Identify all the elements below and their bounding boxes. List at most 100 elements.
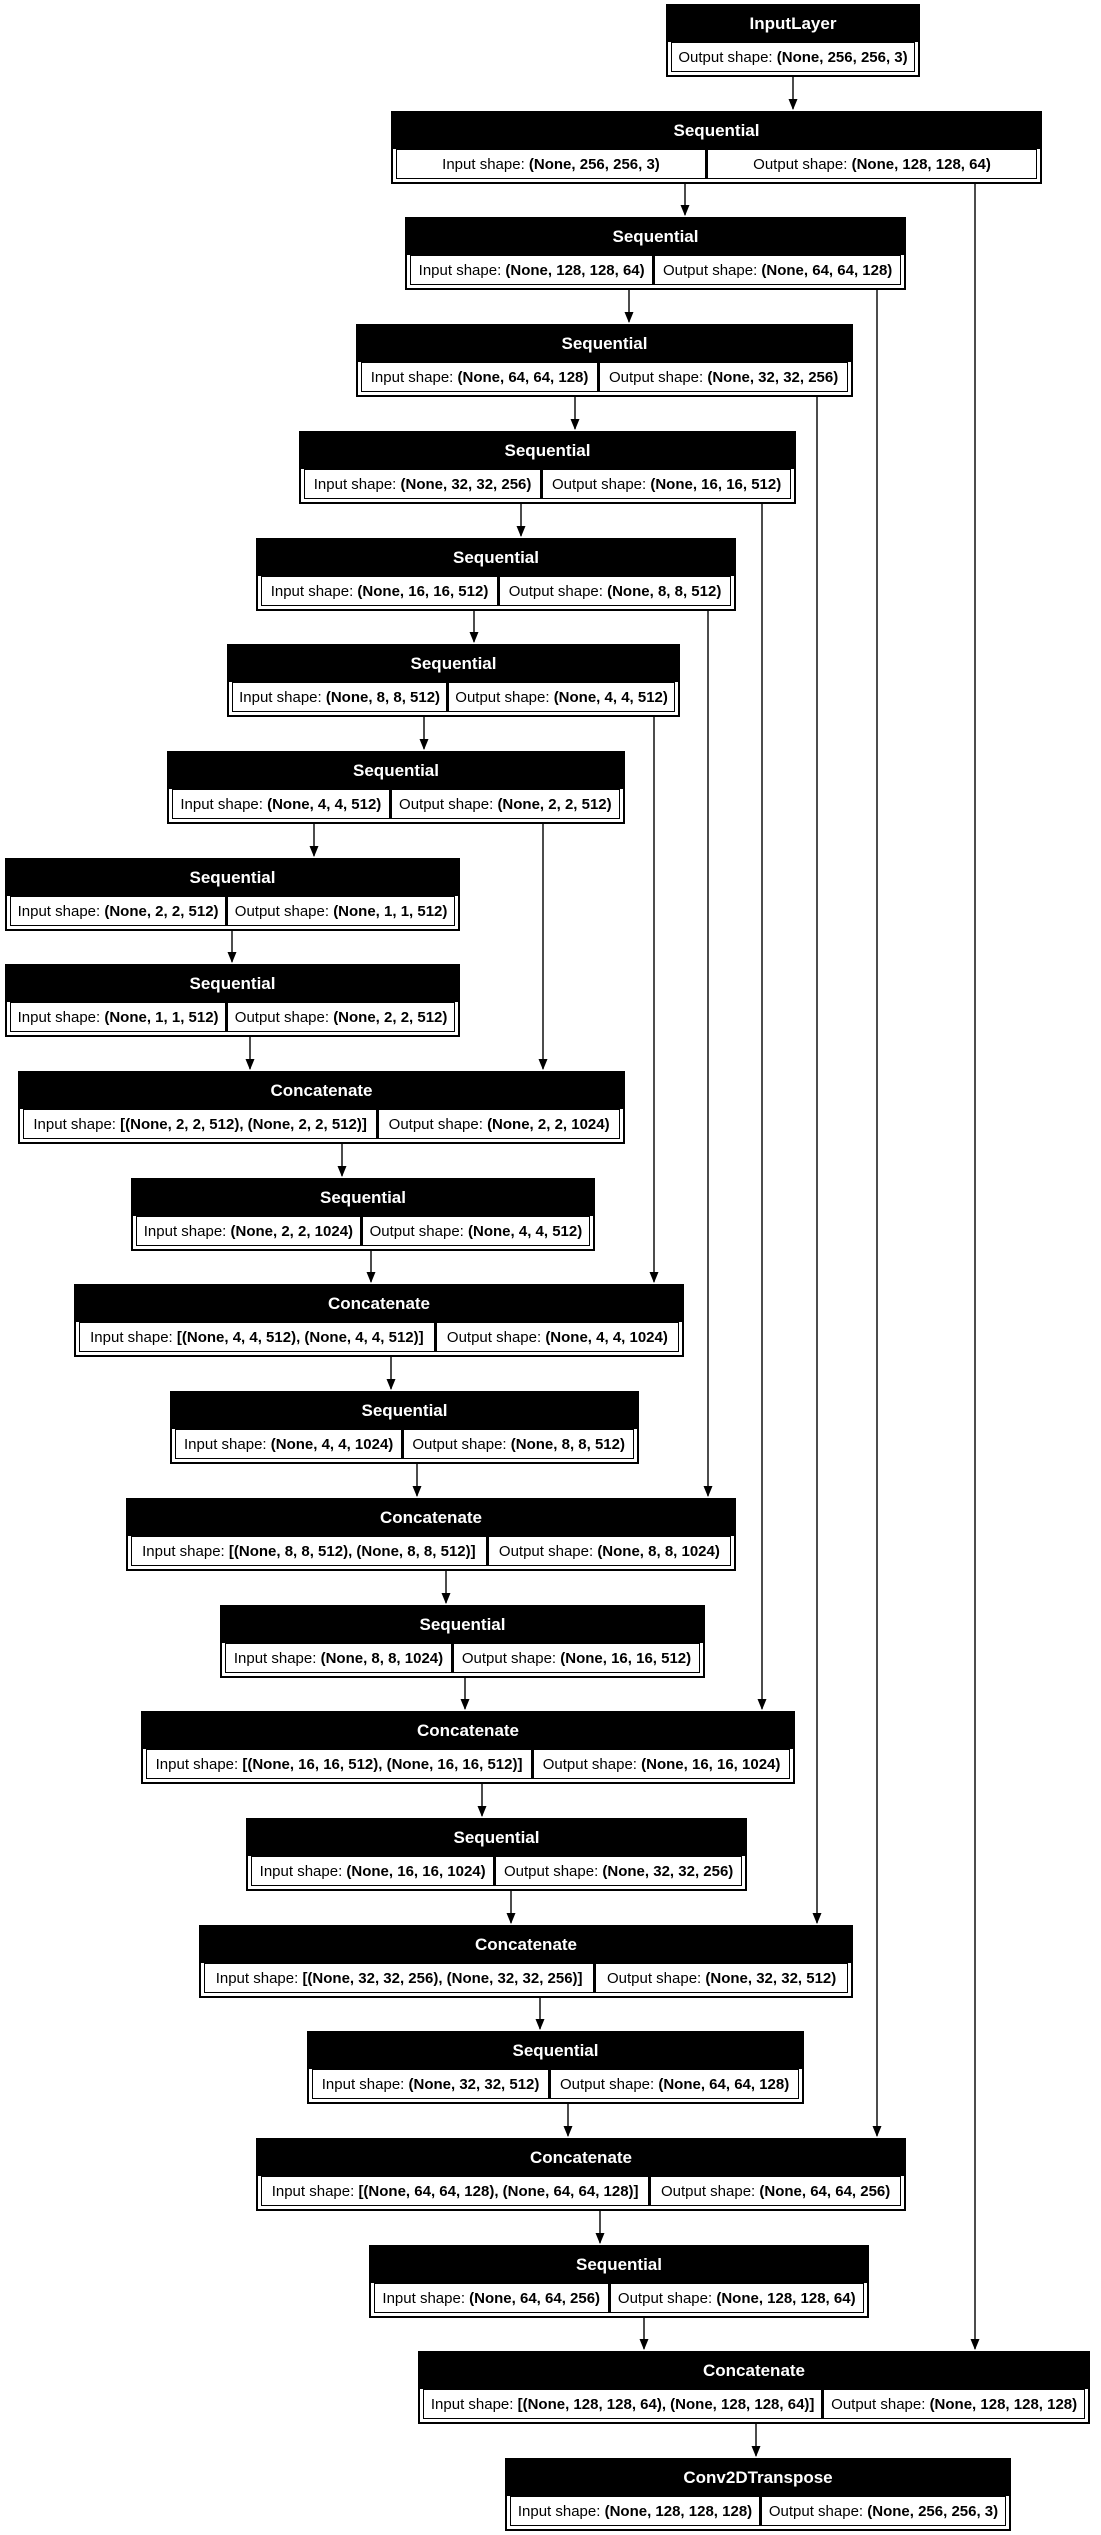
shape-cells: Input shape: (None, 32, 32, 256) Output … — [304, 469, 792, 499]
input-shape-label: Input shape: — [382, 2289, 470, 2307]
input-shape-label: Input shape: — [143, 1222, 231, 1240]
input-shape-cell: Input shape: (None, 2, 2, 512) — [10, 896, 227, 926]
shape-cells: Input shape: (None, 8, 8, 1024) Output s… — [225, 1643, 701, 1673]
output-shape-cell: Output shape: (None, 32, 32, 256) — [493, 1856, 742, 1886]
output-shape-label: Output shape: — [504, 1862, 603, 1880]
shape-cells: Input shape: (None, 4, 4, 512) Output sh… — [172, 789, 621, 819]
shape-cells: Input shape: (None, 8, 8, 512) Output sh… — [232, 682, 676, 712]
shape-cells: Input shape: [(None, 8, 8, 512), (None, … — [131, 1536, 732, 1566]
layer-title: Sequential — [371, 2247, 867, 2283]
input-shape-value: (None, 64, 64, 256) — [469, 2289, 601, 2307]
output-shape-cell: Output shape: (None, 4, 4, 512) — [446, 682, 676, 712]
output-shape-cell: Output shape: (None, 16, 16, 1024) — [531, 1749, 791, 1779]
input-shape-label: Input shape: — [313, 475, 401, 493]
shape-cells: Input shape: (None, 128, 128, 64) Output… — [410, 255, 901, 285]
input-shape-value: (None, 2, 2, 1024) — [230, 1222, 354, 1240]
input-shape-cell: Input shape: (None, 8, 8, 512) — [232, 682, 448, 712]
input-shape-cell: Input shape: [(None, 64, 64, 128), (None… — [261, 2176, 650, 2206]
output-shape-value: (None, 32, 32, 512) — [705, 1969, 837, 1987]
output-shape-cell: Output shape: (None, 32, 32, 256) — [597, 362, 849, 392]
node-6-sequential: Sequential Input shape: (None, 16, 16, 5… — [256, 538, 736, 611]
output-shape-label: Output shape: — [234, 1008, 334, 1026]
input-shape-value: (None, 2, 2, 512) — [104, 902, 219, 920]
output-shape-value: (None, 16, 16, 1024) — [641, 1755, 781, 1773]
input-shape-value: (None, 32, 32, 512) — [408, 2075, 540, 2093]
layer-title: Conv2DTranspose — [507, 2460, 1009, 2496]
output-shape-label: Output shape: — [412, 1435, 511, 1453]
output-shape-value: (None, 2, 2, 1024) — [487, 1115, 610, 1133]
node-16-sequential: Sequential Input shape: (None, 8, 8, 102… — [220, 1605, 705, 1678]
output-shape-value: (None, 64, 64, 128) — [761, 261, 893, 279]
input-shape-value: (None, 32, 32, 256) — [400, 475, 532, 493]
input-shape-value: [(None, 32, 32, 256), (None, 32, 32, 256… — [302, 1969, 583, 1987]
input-shape-cell: Input shape: [(None, 32, 32, 256), (None… — [204, 1963, 595, 1993]
node-20-sequential: Sequential Input shape: (None, 32, 32, 5… — [307, 2031, 804, 2104]
output-shape-cell: Output shape: (None, 2, 2, 1024) — [376, 1109, 621, 1139]
input-shape-cell: Input shape: (None, 16, 16, 512) — [261, 576, 499, 606]
output-shape-cell: Output shape: (None, 64, 64, 128) — [548, 2069, 800, 2099]
node-24-conv2dtranspose: Conv2DTranspose Input shape: (None, 128,… — [505, 2458, 1011, 2531]
output-shape-cell: Output shape: (None, 2, 2, 512) — [225, 1002, 456, 1032]
input-shape-value: (None, 16, 16, 1024) — [346, 1862, 486, 1880]
layer-title: Sequential — [301, 433, 794, 469]
input-shape-value: [(None, 64, 64, 128), (None, 64, 64, 128… — [358, 2182, 639, 2200]
output-shape-cell: Output shape: (None, 256, 256, 3) — [759, 2496, 1006, 2526]
shape-cells: Input shape: [(None, 4, 4, 512), (None, … — [79, 1322, 680, 1352]
shape-cells: Input shape: (None, 4, 4, 1024) Output s… — [175, 1429, 635, 1459]
output-shape-label: Output shape: — [663, 261, 762, 279]
input-shape-label: Input shape: — [239, 688, 326, 706]
shape-cells: Input shape: (None, 32, 32, 512) Output … — [312, 2069, 800, 2099]
node-18-sequential: Sequential Input shape: (None, 16, 16, 1… — [246, 1818, 747, 1891]
output-shape-value: (None, 8, 8, 512) — [510, 1435, 625, 1453]
input-shape-cell: Input shape: (None, 64, 64, 256) — [374, 2283, 609, 2313]
input-shape-label: Input shape: — [442, 155, 529, 173]
node-17-concatenate: Concatenate Input shape: [(None, 16, 16,… — [141, 1711, 795, 1784]
output-shape-label: Output shape: — [542, 1755, 642, 1773]
input-shape-cell: Input shape: (None, 1, 1, 512) — [10, 1002, 227, 1032]
output-shape-cell: Output shape: (None, 8, 8, 1024) — [485, 1536, 732, 1566]
input-shape-label: Input shape: — [142, 1542, 229, 1560]
input-shape-label: Input shape: — [17, 902, 105, 920]
node-4-sequential: Sequential Input shape: (None, 64, 64, 1… — [356, 324, 853, 397]
layer-title: Sequential — [358, 326, 851, 362]
node-9-sequential: Sequential Input shape: (None, 2, 2, 512… — [5, 858, 460, 931]
input-shape-label: Input shape: — [90, 1328, 177, 1346]
input-shape-label: Input shape: — [184, 1435, 271, 1453]
input-shape-value: (None, 4, 4, 512) — [267, 795, 382, 813]
input-shape-cell: Input shape: (None, 256, 256, 3) — [396, 149, 706, 179]
layer-title: Concatenate — [201, 1927, 851, 1963]
input-shape-label: Input shape: — [430, 2395, 518, 2413]
layer-title: Concatenate — [420, 2353, 1088, 2389]
input-shape-label: Input shape: — [270, 582, 358, 600]
input-shape-value: (None, 128, 128, 128) — [604, 2502, 753, 2520]
output-shape-value: (None, 4, 4, 512) — [553, 688, 668, 706]
layer-title: Sequential — [309, 2033, 802, 2069]
output-shape-value: (None, 2, 2, 512) — [497, 795, 612, 813]
output-shape-cell: Output shape: (None, 128, 128, 64) — [705, 149, 1037, 179]
output-shape-value: (None, 4, 4, 1024) — [545, 1328, 668, 1346]
input-shape-value: (None, 128, 128, 64) — [505, 261, 645, 279]
input-shape-label: Input shape: — [517, 2502, 605, 2520]
node-1-inputlayer: InputLayer Output shape: (None, 256, 256… — [666, 4, 920, 77]
input-shape-label: Input shape: — [321, 2075, 409, 2093]
output-shape-cell: Output shape: (None, 1, 1, 512) — [225, 896, 456, 926]
input-shape-label: Input shape: — [33, 1115, 121, 1133]
input-shape-cell: Input shape: [(None, 128, 128, 64), (Non… — [423, 2389, 823, 2419]
input-shape-label: Input shape: — [370, 368, 458, 386]
input-shape-cell: Input shape: (None, 16, 16, 1024) — [251, 1856, 495, 1886]
output-shape-value: (None, 8, 8, 512) — [607, 582, 722, 600]
input-shape-label: Input shape: — [215, 1969, 303, 1987]
input-shape-cell: Input shape: [(None, 8, 8, 512), (None, … — [131, 1536, 487, 1566]
input-shape-cell: Input shape: (None, 128, 128, 128) — [510, 2496, 760, 2526]
output-shape-cell: Output shape: (None, 256, 256, 3) — [671, 42, 915, 72]
input-shape-value: (None, 4, 4, 1024) — [270, 1435, 394, 1453]
input-shape-cell: Input shape: (None, 128, 128, 64) — [410, 255, 654, 285]
shape-cells: Input shape: (None, 128, 128, 128) Outpu… — [510, 2496, 1006, 2526]
input-shape-cell: Input shape: [(None, 4, 4, 512), (None, … — [79, 1322, 435, 1352]
layer-title: Concatenate — [76, 1286, 682, 1322]
output-shape-cell: Output shape: (None, 16, 16, 512) — [540, 469, 792, 499]
output-shape-value: (None, 2, 2, 512) — [333, 1008, 448, 1026]
shape-cells: Input shape: (None, 64, 64, 128) Output … — [361, 362, 849, 392]
node-2-sequential: Sequential Input shape: (None, 256, 256,… — [391, 111, 1042, 184]
output-shape-cell: Output shape: (None, 128, 128, 64) — [607, 2283, 864, 2313]
